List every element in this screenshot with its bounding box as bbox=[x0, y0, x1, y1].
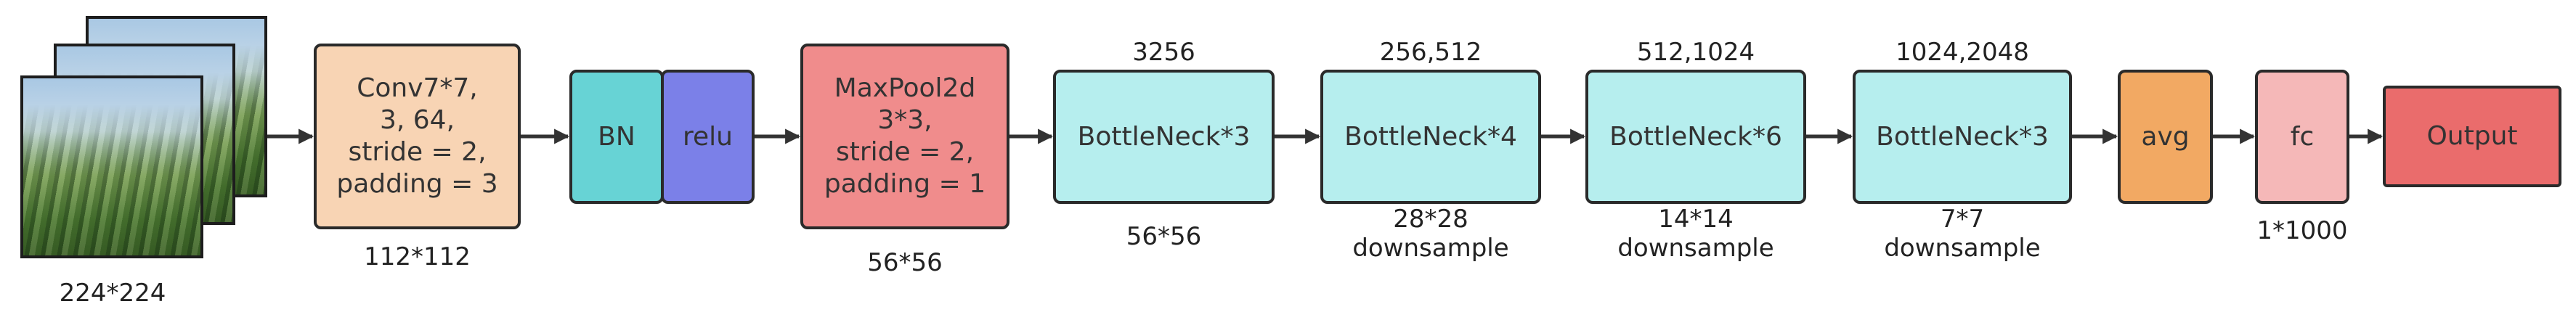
stage-2-channels-label: 256,512 bbox=[1379, 38, 1482, 67]
stage-4-bottleneck-block: BottleNeck*3 bbox=[1853, 70, 2072, 204]
stage-3-output-label: 14*14 downsample bbox=[1617, 205, 1774, 263]
conv-block: Conv7*7, 3, 64, stride = 2, padding = 3 bbox=[314, 44, 521, 229]
input-image-front bbox=[20, 75, 203, 258]
maxpool-block: MaxPool2d 3*3, stride = 2, padding = 1 bbox=[800, 44, 1009, 229]
fc-block: fc bbox=[2255, 70, 2349, 204]
fc-output-label: 1*1000 bbox=[2256, 216, 2348, 245]
stage-1-bottleneck-block: BottleNeck*3 bbox=[1053, 70, 1275, 204]
output-block: Output bbox=[2383, 86, 2561, 187]
stage-3-channels-label: 512,1024 bbox=[1636, 38, 1755, 67]
stage-3-bottleneck-block: BottleNeck*6 bbox=[1585, 70, 1806, 204]
bn-block: BN bbox=[569, 70, 664, 204]
stage-1-output-label: 56*56 bbox=[1126, 222, 1202, 251]
stage-4-output-label: 7*7 downsample bbox=[1884, 205, 2041, 263]
input-size-label: 224*224 bbox=[59, 279, 166, 308]
maxpool-output-label: 56*56 bbox=[867, 248, 943, 277]
stage-2-bottleneck-block: BottleNeck*4 bbox=[1320, 70, 1541, 204]
stage-4-channels-label: 1024,2048 bbox=[1896, 38, 2029, 67]
stage-1-channels-label: 3256 bbox=[1132, 38, 1195, 67]
avg-pool-block: avg bbox=[2118, 70, 2213, 204]
conv-output-label: 112*112 bbox=[364, 242, 471, 271]
relu-block: relu bbox=[661, 70, 755, 204]
stage-2-output-label: 28*28 downsample bbox=[1352, 205, 1509, 263]
